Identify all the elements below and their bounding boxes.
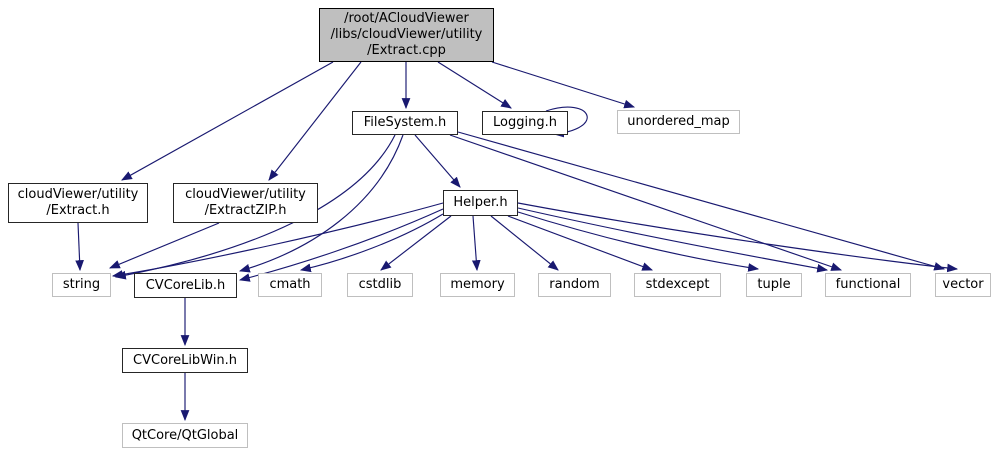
edge-filesystem-h-to-helper-h <box>414 134 461 188</box>
edge-extract-cpp-to-extractzip-h <box>268 61 362 181</box>
node-memory: memory <box>440 273 515 297</box>
edge-helper-h-to-stdexcept <box>507 215 654 271</box>
node-random: random <box>538 273 611 297</box>
node-cmath: cmath <box>258 273 322 297</box>
node-functional: functional <box>825 273 911 297</box>
node-cstdlib: cstdlib <box>347 273 413 297</box>
edge-extract-h-to-string <box>75 222 84 272</box>
edge-filesystem-h-to-vector <box>457 131 946 271</box>
node-cvcorelibwin-h[interactable]: CVCoreLibWin.h <box>122 348 248 373</box>
node-qtcore-qtglobal: QtCore/QtGlobal <box>122 423 248 448</box>
node-tuple: tuple <box>746 273 802 297</box>
node-helper-h[interactable]: Helper.h <box>443 190 518 216</box>
node-extract-h[interactable]: cloudViewer/utility /Extract.h <box>8 183 148 223</box>
edge-helper-h-to-vector <box>517 202 959 273</box>
edge-helper-h-to-memory <box>471 215 481 272</box>
node-cvcorelib-h[interactable]: CVCoreLib.h <box>134 273 237 298</box>
node-logging-h[interactable]: Logging.h <box>482 111 568 135</box>
edge-extractzip-h-to-string <box>108 222 220 269</box>
node-extract-cpp: /root/ACloudViewer /libs/cloudViewer/uti… <box>319 8 494 62</box>
node-filesystem-h[interactable]: FileSystem.h <box>352 111 458 135</box>
edge-helper-h-to-cmath <box>299 213 444 273</box>
edge-extract-cpp-to-logging-h <box>437 61 512 109</box>
node-stdexcept: stdexcept <box>634 273 721 297</box>
node-vector: vector <box>935 273 991 297</box>
edge-extract-cpp-to-extract-h <box>121 61 334 181</box>
edge-helper-h-to-cstdlib <box>380 215 452 271</box>
edge-extract-cpp-to-unordered-map <box>491 61 636 109</box>
edge-helper-h-to-functional <box>517 207 829 273</box>
node-string: string <box>52 273 111 297</box>
node-extractzip-h[interactable]: cloudViewer/utility /ExtractZIP.h <box>173 183 318 223</box>
edge-helper-h-to-random <box>490 215 559 271</box>
node-unordered-map: unordered_map <box>617 110 740 134</box>
edge-helper-h-to-tuple <box>517 211 760 272</box>
